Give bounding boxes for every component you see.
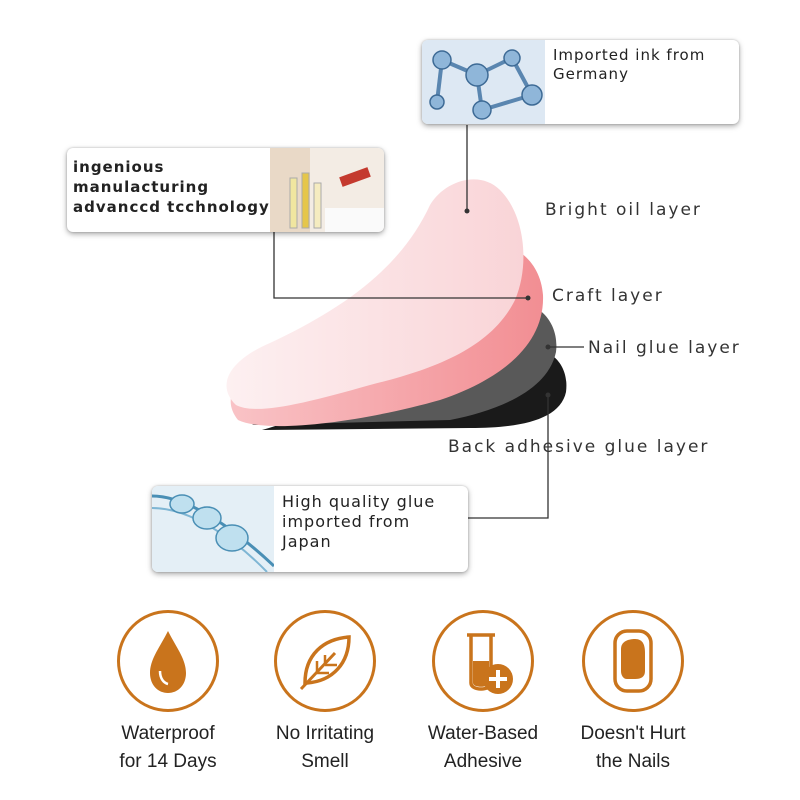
leaf-icon <box>274 610 376 712</box>
feature-text: Water-Based Adhesive <box>427 723 539 772</box>
glue-bubbles-image <box>152 486 274 572</box>
ink-callout-text: Imported ink from Germany <box>553 46 706 83</box>
feature-text: No Irritating Smell <box>275 723 375 772</box>
craft-layer-label: Craft layer <box>552 286 664 306</box>
glue-callout-text: High quality glue imported from Japan <box>282 492 436 551</box>
ink-callout-card: Imported ink from Germany <box>422 40 739 124</box>
molecule-image <box>422 40 545 124</box>
water-drop-icon <box>117 610 219 712</box>
nail-glue-layer-label: Nail glue layer <box>588 338 741 358</box>
nail-icon <box>582 610 684 712</box>
feature-text: Waterproof for 14 Days <box>119 723 217 772</box>
bright-oil-layer-label: Bright oil layer <box>545 200 702 220</box>
manufacturing-callout-card: ingenious manulacturing advanccd tcchnol… <box>67 148 384 232</box>
feature-nail-safe: Doesn't Hurt the Nails <box>553 610 713 776</box>
feature-water-based: Water-Based Adhesive <box>403 610 563 776</box>
manufacturing-callout-text: ingenious manulacturing advanccd tcchnol… <box>73 158 270 216</box>
feature-text: Doesn't Hurt the Nails <box>580 723 686 772</box>
bright-oil-layer-shape <box>226 179 524 409</box>
back-adhesive-layer-label: Back adhesive glue layer <box>448 437 710 457</box>
beaker-plus-icon <box>432 610 534 712</box>
feature-waterproof: Waterproof for 14 Days <box>88 610 248 776</box>
glue-callout-card: High quality glue imported from Japan <box>152 486 468 572</box>
lab-test-tubes-image <box>270 148 384 232</box>
feature-no-smell: No Irritating Smell <box>245 610 405 776</box>
